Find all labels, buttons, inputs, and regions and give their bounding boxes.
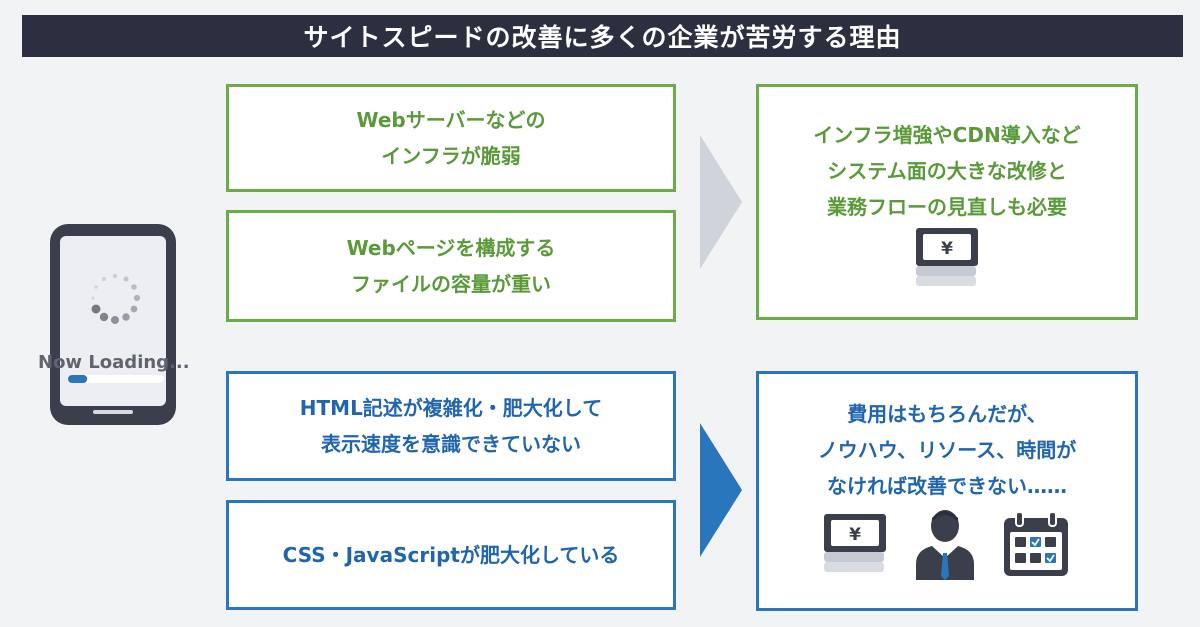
text-line: なければ改善できない…… [827, 474, 1067, 498]
yen-symbol: ¥ [941, 239, 953, 259]
text-line: HTML記述が複雑化・肥大化して [299, 396, 603, 420]
loading-text: Now Loading... [38, 352, 190, 373]
text-line: ノウハウ、リソース、時間が [817, 438, 1077, 462]
page-title: サイトスピードの改善に多くの企業が苦労する理由 [22, 15, 1183, 57]
text-line: システム面の大きな改修と [827, 159, 1067, 183]
loading-progress-fill [68, 375, 88, 383]
loading-spinner-icon [91, 273, 141, 324]
money-icon: ¥ [824, 514, 886, 572]
gray-arrow-icon [700, 135, 742, 269]
cause-box-html: HTML記述が複雑化・肥大化して 表示速度を意識できていない [226, 371, 676, 481]
text-line: Webページを構成する [346, 236, 556, 260]
cause-box-infrastructure: Webサーバーなどの インフラが脆弱 [226, 84, 676, 192]
text-line: インフラ増強やCDN導入など [813, 123, 1081, 147]
yen-symbol: ¥ [849, 525, 861, 545]
smartphone-icon [50, 224, 176, 425]
businessman-icon [916, 510, 974, 580]
money-icon: ¥ [916, 228, 978, 286]
blue-arrow-icon [700, 423, 742, 557]
text-line: 表示速度を意識できていない [321, 432, 581, 456]
text-line: インフラが脆弱 [381, 144, 521, 168]
cause-box-file-size: Webページを構成する ファイルの容量が重い [226, 210, 676, 322]
text-line: 費用はもちろんだが、 [847, 402, 1047, 426]
text-line: Webサーバーなどの [356, 108, 546, 132]
calendar-icon [1004, 511, 1068, 576]
cause-box-css-js: CSS・JavaScriptが肥大化している [226, 500, 676, 610]
text-line: 業務フローの見直しも必要 [827, 195, 1067, 219]
text-line: ファイルの容量が重い [351, 272, 551, 296]
text-line: CSS・JavaScriptが肥大化している [282, 543, 620, 567]
